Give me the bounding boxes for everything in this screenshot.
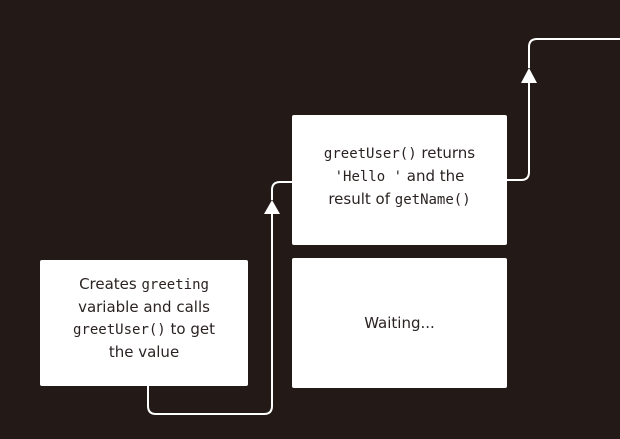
caller-box-line-2: variable and calls (78, 298, 210, 316)
caller-box-line-3-text: to get (165, 320, 215, 338)
caller-to-greet-connector (147, 213, 273, 415)
greet-box-line-2-text: and the (402, 167, 465, 185)
greet-to-next-arrowhead (521, 68, 537, 83)
next-step-connector (528, 38, 620, 68)
greet-user-code: greetUser() (323, 146, 417, 162)
greet-box-line-3-text: result of (328, 190, 395, 208)
hello-string-code: 'Hello ' (334, 169, 403, 185)
caller-box-line-1-text: Creates (79, 275, 142, 293)
caller-box-line-3: greetUser() to get (40, 318, 248, 341)
caller-box-line-1: Creates greeting (40, 273, 248, 296)
greet-user-box: greetUser() returns 'Hello ' and the res… (292, 115, 507, 245)
greet-user-call-code: greetUser() (73, 322, 166, 338)
caller-to-greet-arrowhead (264, 200, 280, 214)
caller-box: Creates greeting variable and calls gree… (40, 260, 248, 386)
greeting-variable-code: greeting (141, 277, 209, 293)
get-name-code: getName() (394, 192, 471, 208)
greet-box-line-1: greetUser() returns (292, 142, 507, 165)
greet-box-line-3: result of getName() (292, 188, 507, 211)
greet-to-caller-connector (271, 181, 292, 200)
caller-box-line-4: the value (108, 343, 180, 361)
greet-box-line-1-text: returns (416, 144, 476, 162)
waiting-box: Waiting... (292, 258, 507, 388)
waiting-label: Waiting... (364, 314, 435, 332)
greet-box-line-2: 'Hello ' and the (292, 165, 507, 188)
greet-to-next-connector (507, 82, 530, 181)
